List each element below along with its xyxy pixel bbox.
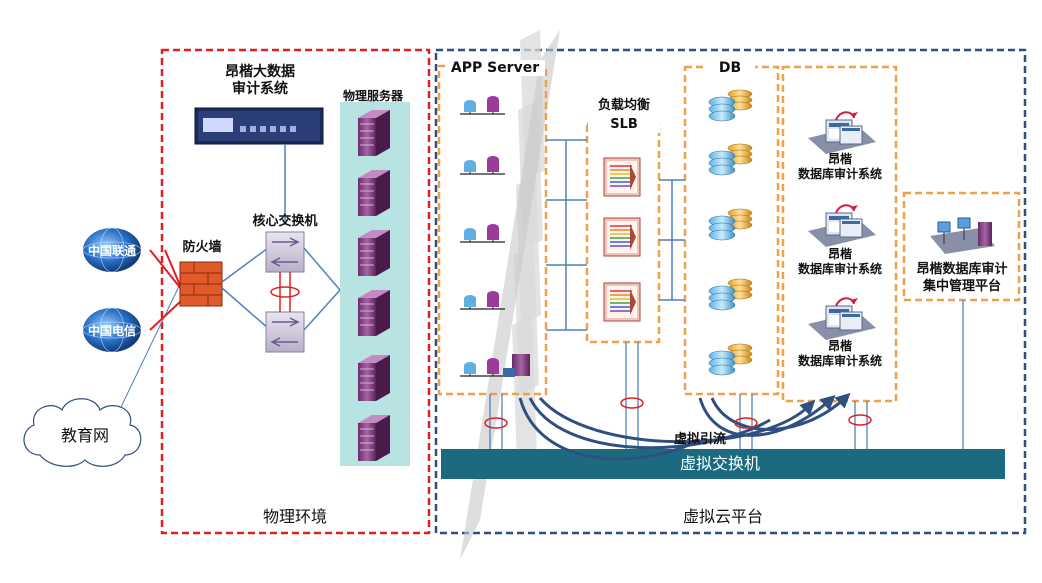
traffic-redirect-arrows [518, 392, 851, 461]
audit-node-3-line1: 昂楷 [827, 339, 852, 353]
physical-zone-border [160, 48, 431, 535]
traffic-redirect-label: 虚拟引流 [673, 432, 726, 447]
slb-label-2: SLB [588, 117, 660, 133]
app-server-group-box [437, 64, 548, 396]
edu-network-label: 教育网 [60, 426, 109, 445]
isp-label-telecom: 中国电信 [87, 324, 136, 338]
physical-server-panel [340, 102, 410, 466]
core-switch-label: 核心交换机 [252, 214, 318, 229]
mgmt-platform-label-2: 集中管理平台 [922, 279, 1001, 294]
physical-server-5-icon [358, 355, 390, 401]
app-server-3-icon [460, 224, 505, 243]
app-server-1-icon [460, 96, 505, 115]
audit-appliance-title-1: 昂楷大数据 [225, 64, 295, 80]
virtual-switch-bar [441, 449, 1005, 479]
audit-node-3-line2: 数据库审计系统 [797, 354, 882, 368]
virtual-switch-label: 虚拟交换机 [679, 454, 760, 473]
app-server-2-icon [460, 156, 505, 175]
app-server-4-icon [460, 291, 505, 310]
audit-node-2-icon [808, 204, 876, 247]
audit-group-box [781, 65, 898, 403]
audit-node-list [808, 111, 876, 340]
core-switch-1-icon [265, 231, 305, 273]
db-4-icon [708, 278, 753, 311]
mgmt-platform-icon [930, 217, 995, 254]
physical-server-6-icon [358, 415, 390, 461]
app-server-5-icon [460, 354, 530, 377]
db-3-icon [708, 208, 753, 241]
audit-appliance-title-2: 审计系统 [232, 81, 288, 97]
slice-5 [512, 315, 537, 465]
vswitch-drops [489, 300, 964, 449]
slb-2-icon [603, 217, 641, 257]
db-list [708, 89, 753, 376]
isp-label-unicom: 中国联通 [87, 244, 136, 258]
slb-1-icon [603, 157, 641, 197]
audit-node-3-icon [808, 297, 876, 340]
tier-connectors [546, 139, 685, 331]
audit-node-2-line2: 数据库审计系统 [797, 262, 882, 276]
china-unicom-globe-icon [82, 227, 142, 273]
slb-3-icon [603, 282, 641, 322]
db-5-icon [708, 343, 753, 376]
slb-list [603, 157, 641, 322]
big-data-audit-appliance-icon [194, 107, 324, 145]
db-1-icon [708, 89, 753, 122]
physical-servers-label: 物理服务器 [342, 89, 403, 103]
virtual-zone-label: 虚拟云平台 [682, 507, 763, 526]
slb-label-1: 负载均衡 [597, 98, 650, 113]
audit-node-2-line1: 昂楷 [827, 247, 852, 261]
link-aggregation-markers [484, 397, 872, 429]
audit-node-1-icon [808, 111, 876, 154]
mgmt-platform-box [902, 191, 1021, 302]
audit-node-1-line2: 数据库审计系统 [797, 167, 882, 181]
mgmt-platform-label-1: 昂楷数据库审计 [916, 262, 1008, 277]
physical-server-1-icon [358, 110, 390, 156]
physical-server-2-icon [358, 170, 390, 216]
physical-server-stack [358, 110, 390, 461]
virtual-zone-border [434, 48, 1027, 535]
db-label: DB [705, 60, 755, 76]
audit-node-1-line1: 昂楷 [827, 152, 852, 166]
firewall-icon [179, 261, 223, 307]
app-server-label: APP Server [445, 60, 545, 76]
china-telecom-globe-icon [82, 307, 142, 353]
db-2-icon [708, 143, 753, 176]
app-server-list [460, 96, 530, 377]
physical-server-3-icon [358, 230, 390, 276]
physical-zone-label: 物理环境 [262, 507, 327, 526]
physical-server-4-icon [358, 290, 390, 336]
firewall-label: 防火墙 [182, 240, 222, 255]
core-switch-2-icon [265, 311, 305, 353]
edu-network-cloud-icon [23, 398, 142, 467]
